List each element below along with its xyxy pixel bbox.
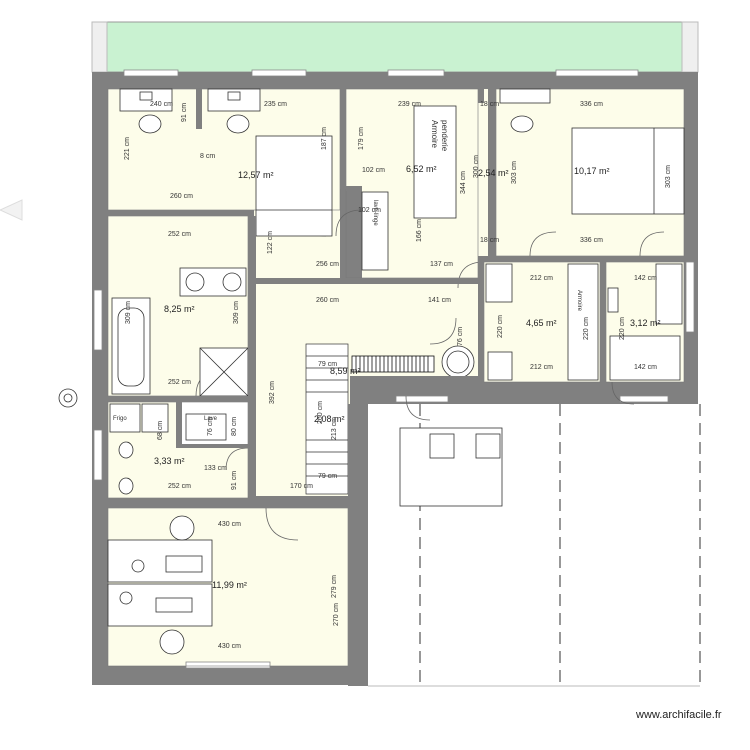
floor-hallway: [256, 284, 478, 344]
dim-18a: 18 cm: [480, 101, 499, 108]
dim-76b: 76 cm: [207, 417, 214, 436]
dim-235: 235 cm: [264, 101, 287, 108]
dim-303a: 303 cm: [511, 161, 518, 184]
dim-221: 221 cm: [124, 137, 131, 160]
area-small-room: 2,54 m²: [478, 168, 509, 178]
dim-252b: 252 cm: [168, 379, 191, 386]
wc-left-washer-label: Frigo: [113, 416, 127, 422]
area-stairs: 2,08 m²: [314, 414, 345, 424]
dim-336b: 336 cm: [580, 237, 603, 244]
dim-142b: 142 cm: [634, 364, 657, 371]
dim-252c: 252 cm: [168, 483, 191, 490]
dim-392: 392 cm: [269, 381, 276, 404]
wc-left-dryer-label: Lave: [204, 416, 218, 422]
area-shower-room: 4,65 m²: [526, 318, 557, 328]
garden-edge-right: [681, 21, 699, 73]
dim-240: 240 cm: [150, 101, 173, 108]
radiator: [351, 355, 435, 373]
dim-239: 239 cm: [398, 101, 421, 108]
dim-279: 279 cm: [331, 575, 338, 598]
dim-213: 213 cm: [331, 417, 338, 440]
dim-430b: 430 cm: [218, 643, 241, 650]
bedroom-left-furniture: [119, 88, 333, 237]
dim-170: 170 cm: [290, 483, 313, 490]
stairs: [305, 343, 349, 495]
area-wc-left: 3,33 m²: [154, 456, 185, 466]
floor-hallway-mid: [256, 344, 304, 496]
garden-area: [91, 21, 699, 73]
dim-212a: 212 cm: [530, 275, 553, 282]
floor-small-room: [478, 89, 488, 278]
wardrobe-label-1: Armoire: [430, 120, 439, 149]
dim-179: 179 cm: [358, 127, 365, 150]
dim-336a: 336 cm: [580, 101, 603, 108]
office-furniture: [107, 515, 213, 655]
dim-260b: 260 cm: [316, 297, 339, 304]
dim-220c: 220 cm: [619, 317, 626, 340]
dim-256: 256 cm: [316, 261, 339, 268]
dim-76: 76 cm: [457, 327, 464, 346]
dim-187: 187 cm: [321, 127, 328, 150]
shower-room-cabinet-label: Armoire: [576, 290, 582, 312]
dim-309b: 309 cm: [233, 301, 240, 324]
area-hallway: 8,59 m²: [330, 366, 361, 376]
dim-300: 300 cm: [473, 155, 480, 178]
area-bedroom-right: 10,17 m²: [574, 166, 610, 176]
area-bathroom: 8,25 m²: [164, 304, 195, 314]
dim-122: 122 cm: [267, 231, 274, 254]
dim-212b: 212 cm: [530, 364, 553, 371]
dim-79a: 79 cm: [318, 361, 337, 368]
shower-room-fixtures: [485, 263, 683, 381]
dim-220a: 220 cm: [497, 315, 504, 338]
dim-309a: 309 cm: [125, 301, 132, 324]
dim-260a: 260 cm: [170, 193, 193, 200]
dim-18b: 18 cm: [480, 237, 499, 244]
dim-68: 68 cm: [157, 421, 164, 440]
dim-252a: 252 cm: [168, 231, 191, 238]
round-table: [441, 345, 475, 379]
dim-344: 344 cm: [460, 171, 467, 194]
car-outline: [399, 427, 503, 507]
area-bedroom-left: 12,57 m²: [238, 170, 274, 180]
dim-142a: 142 cm: [634, 275, 657, 282]
wardrobe-side-label: lave-linge: [372, 200, 378, 226]
dim-166: 166 cm: [416, 219, 423, 242]
dim-8: 8 cm: [200, 153, 215, 160]
garden-edge-left: [91, 21, 108, 73]
dim-133: 133 cm: [204, 465, 227, 472]
dim-102b: 102 cm: [358, 207, 381, 214]
dim-91b: 91 cm: [231, 471, 238, 490]
watermark: www.archifacile.fr: [635, 709, 722, 721]
bedroom-right-furniture: [499, 88, 685, 215]
left-arrow-icon: [0, 199, 23, 221]
dim-91a: 91 cm: [181, 103, 188, 122]
wardrobe-label-2: penderie: [440, 120, 449, 152]
area-office: 11,99 m²: [212, 580, 247, 590]
dim-260c: 260 cm: [317, 401, 324, 424]
dim-220b: 220 cm: [583, 317, 590, 340]
internal-walls: [108, 89, 684, 686]
dim-102a: 102 cm: [362, 167, 385, 174]
area-wardrobe-room: 6,52 m²: [406, 164, 437, 174]
bathroom-fixtures: [111, 267, 249, 397]
dim-141: 141 cm: [428, 297, 451, 304]
dim-79b: 79 cm: [318, 473, 337, 480]
dim-137: 137 cm: [430, 261, 453, 268]
wc-left-fixtures: [58, 388, 227, 495]
wardrobe-furniture: [361, 105, 457, 271]
dim-80: 80 cm: [231, 417, 238, 436]
dim-430a: 430 cm: [218, 521, 241, 528]
area-wc-right: 3,12 m²: [630, 318, 661, 328]
windows: [93, 69, 695, 669]
dim-270: 270 cm: [333, 603, 340, 626]
dim-303b: 303 cm: [665, 165, 672, 188]
